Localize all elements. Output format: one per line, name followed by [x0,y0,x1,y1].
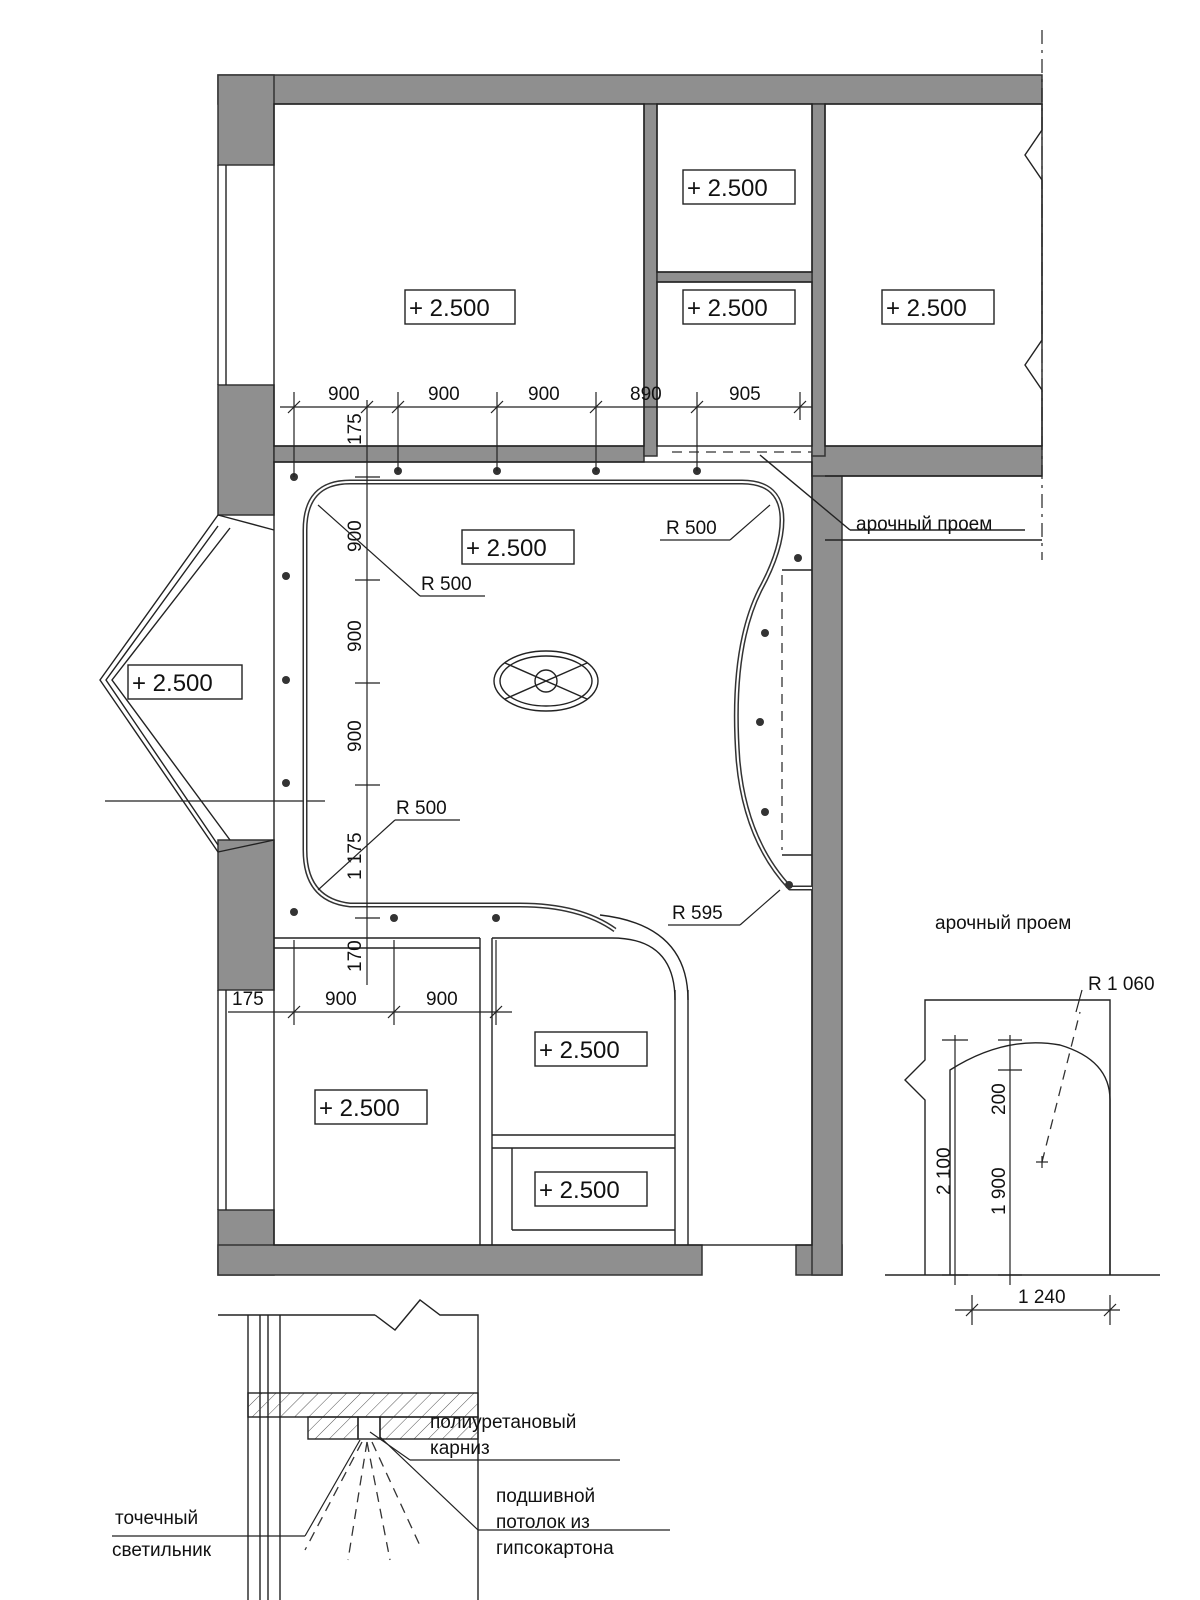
radius-top-left: R 500 [421,574,472,595]
radius-bottom-right: R 595 [672,903,723,924]
level-room-bottom-mid-lower: + 2.500 [539,1177,620,1204]
dim-bottom-start: 175 [232,989,264,1010]
level-room-bottom-left: + 2.500 [319,1095,400,1122]
level-room-small-lower: + 2.500 [687,295,768,322]
dim-top-1: 900 [328,384,360,405]
ceiling-label-1: подшивной [496,1486,595,1507]
light-label-1: точечный [115,1508,198,1529]
radius-labels: R 500 R 500 R 500 R 595 [317,504,781,926]
level-room-top-left: + 2.500 [409,295,490,322]
arch-opening-label: арочный проем [856,514,992,535]
dimension-top-row: 900 900 900 890 905 [280,384,812,477]
level-bay-window: + 2.500 [132,670,213,697]
dim-top-4: 890 [630,384,662,405]
level-room-small-upper: + 2.500 [687,175,768,202]
cornice-label-1: полиуретановый [430,1412,576,1433]
ceiling-label-2: потолок из [496,1512,590,1533]
spot-lights [282,467,802,922]
arch-radius: R 1 060 [1088,974,1155,995]
section-detail: полиуретановый карниз подшивной потолок … [112,1299,670,1600]
cornice-label-2: карниз [430,1438,490,1459]
dim-bottom-2: 900 [426,989,458,1010]
ceiling-contour [302,479,812,933]
dim-top-3: 900 [528,384,560,405]
arch-opening-marker: арочный проем [672,451,1025,535]
radius-top-right: R 500 [666,518,717,539]
arch-total-height: 2 100 [934,1147,955,1195]
level-room-top-right: + 2.500 [886,295,967,322]
arch-rise: 200 [989,1083,1010,1115]
arch-straight-height: 1 900 [989,1167,1010,1215]
bay-window [99,165,325,1210]
level-living-room: + 2.500 [466,535,547,562]
dim-top-offset: 175 [345,413,366,445]
ceiling-light-icon [493,650,599,712]
dimension-vertical: 175 900 900 900 1 175 170 [345,400,380,985]
dim-top-2: 900 [428,384,460,405]
arch-detail-title: арочный проем [935,913,1071,934]
walls [217,74,1043,1276]
arch-detail: арочный проем R 1 060 2 100 200 1 900 1 … [885,913,1160,1325]
level-room-bottom-mid-upper: + 2.500 [539,1037,620,1064]
dim-vert-2: 900 [345,620,366,652]
radius-bottom-left: R 500 [396,798,447,819]
dim-vert-1: 900 [345,520,366,552]
room-outlines [273,30,1043,1246]
dim-bottom-1: 900 [325,989,357,1010]
dim-top-5: 905 [729,384,761,405]
ceiling-label-3: гипсокартона [496,1538,614,1559]
level-labels: + 2.500 + 2.500 + 2.500 + 2.500 + 2.500 … [127,169,995,1207]
light-label-2: светильник [112,1540,212,1561]
dimension-bottom-row: 175 900 900 [228,940,512,1025]
dim-bottom-offset: 170 [345,940,366,972]
arch-width: 1 240 [1018,1287,1066,1308]
dim-vert-3: 900 [345,720,366,752]
